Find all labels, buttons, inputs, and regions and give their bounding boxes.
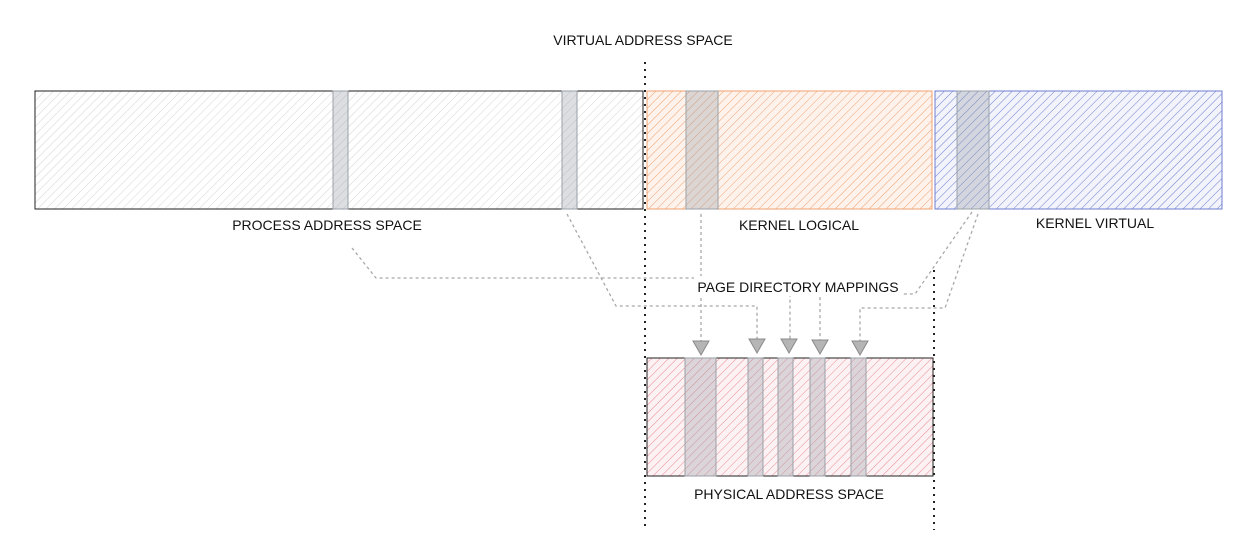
physical-page-block [684,357,717,477]
mapping-arrowheads [692,338,869,357]
process-page-block [332,90,349,210]
physical-page-block [809,357,826,477]
arrowhead [780,338,798,355]
process-address-space-region [34,90,644,210]
kernel-logical-page-block [685,90,719,210]
mapping-line [351,247,791,341]
arrowhead [851,340,869,357]
virtual-address-space-title: VIRTUAL ADDRESS SPACE [553,32,732,48]
mappings-label-background [694,276,902,296]
kernel-virtual-region [934,90,1223,210]
physical-address-space-region [646,357,934,477]
kernel-logical-region [646,90,933,210]
physical-address-space-label: PHYSICAL ADDRESS SPACE [694,486,884,502]
kernel-virtual-label: KERNEL VIRTUAL [1036,215,1154,231]
kernel-logical-label: KERNEL LOGICAL [739,217,859,233]
arrowhead [692,340,710,357]
process-page-block [561,90,578,210]
arrowhead [748,338,766,355]
kernel-virtual-page-block [956,90,990,210]
page-directory-mappings-label: PAGE DIRECTORY MAPPINGS [697,279,898,295]
physical-page-block [850,357,867,477]
mapping-line [566,213,758,341]
arrowhead [811,339,829,356]
mapping-line [859,213,979,341]
process-address-space-label: PROCESS ADDRESS SPACE [232,217,422,233]
physical-page-block [747,357,764,477]
physical-page-block [777,357,794,477]
page-mapping-lines [351,211,979,341]
mapping-line [819,211,973,341]
